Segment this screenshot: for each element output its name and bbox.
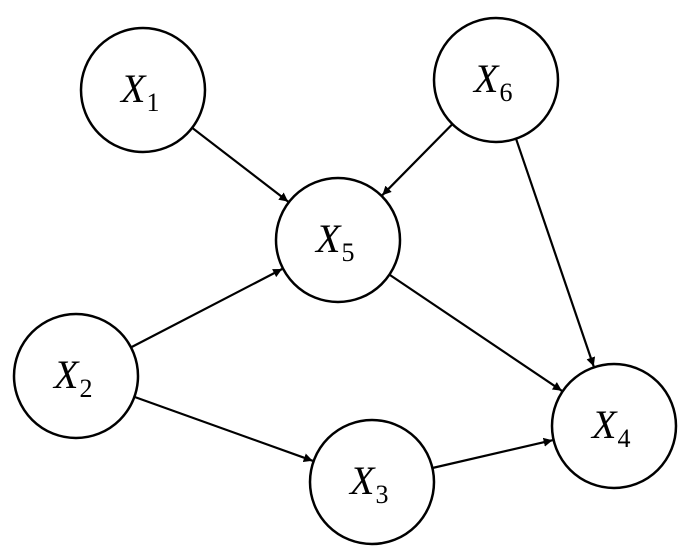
node-label: X6 xyxy=(472,56,512,107)
node-letter: X xyxy=(52,352,80,397)
node-subscript: 4 xyxy=(617,424,630,453)
edge-x1-to-x5 xyxy=(191,126,289,203)
node-letter: X xyxy=(119,66,147,111)
node-circle xyxy=(432,16,560,144)
node-letter: X xyxy=(472,56,500,101)
node-subscript: 3 xyxy=(375,480,388,509)
node-circle xyxy=(308,418,436,546)
node-label: X4 xyxy=(590,402,630,453)
node-x2: X2 xyxy=(12,312,140,440)
edge-x6-to-x4 xyxy=(514,138,596,367)
node-letter: X xyxy=(314,216,342,261)
edge-x3-to-x4 xyxy=(432,437,553,470)
node-subscript: 6 xyxy=(499,78,512,107)
node-circle xyxy=(12,312,140,440)
edge-x6-to-x5 xyxy=(381,123,454,196)
node-letter: X xyxy=(590,402,618,447)
node-x3: X3 xyxy=(308,418,436,546)
edge-x2-to-x5 xyxy=(130,268,283,349)
node-x5: X5 xyxy=(274,176,402,304)
edges xyxy=(130,123,596,470)
node-label: X3 xyxy=(348,458,388,509)
node-x6: X6 xyxy=(432,16,560,144)
node-label: X1 xyxy=(119,66,159,117)
node-x1: X1 xyxy=(79,26,207,154)
node-subscript: 1 xyxy=(146,88,159,117)
node-circle xyxy=(550,362,678,490)
node-x4: X4 xyxy=(550,362,678,490)
node-subscript: 2 xyxy=(79,374,92,403)
edge-x2-to-x3 xyxy=(134,395,314,462)
node-letter: X xyxy=(348,458,376,503)
node-label: X5 xyxy=(314,216,354,267)
edge-x5-to-x4 xyxy=(388,273,563,392)
node-subscript: 5 xyxy=(341,238,354,267)
node-circle xyxy=(274,176,402,304)
node-label: X2 xyxy=(52,352,92,403)
node-circle xyxy=(79,26,207,154)
